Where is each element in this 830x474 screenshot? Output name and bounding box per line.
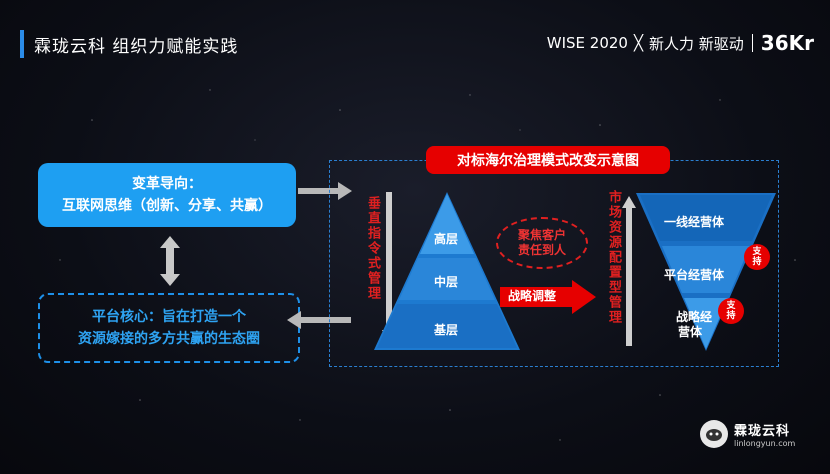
footer-brand-name: 霖珑云科 — [734, 424, 791, 439]
page-title: 霖珑云科 组织力赋能实践 — [34, 37, 239, 57]
support-badge-lower: 支持 — [718, 298, 744, 324]
brand-divider — [751, 34, 753, 52]
down-arrow-icon — [382, 192, 396, 342]
platform-unit-label: 平台经营体 — [664, 268, 725, 282]
customer-focus-ellipse: 聚焦客户 责任到人 — [496, 217, 588, 269]
focus-line2: 责任到人 — [517, 243, 566, 257]
strategy-arrow-icon — [500, 280, 596, 314]
pyramid-base-label: 基层 — [434, 323, 459, 337]
36kr-logo: 36Kr — [760, 31, 814, 55]
inverted-pyramid — [636, 193, 776, 351]
strategic-unit-label-1: 战略经 — [676, 310, 713, 324]
event-brand: WISE 2020 ╳ 新人力 新驱动 36Kr — [547, 31, 814, 55]
change-box-line1: 变革导向： — [132, 176, 202, 192]
change-direction-box: 变革导向： 互联网思维（创新、分享、共赢） — [38, 163, 296, 227]
arrow-left-icon — [287, 311, 351, 329]
support-badge-upper: 支持 — [744, 244, 770, 270]
double-arrow-icon — [160, 236, 180, 286]
cross-icon: ╳ — [633, 34, 643, 52]
market-allocation-label: 市场资源配置型管理 — [606, 190, 621, 325]
focus-line1: 聚焦客户 — [517, 228, 566, 242]
event-name: WISE 2020 — [546, 34, 628, 52]
event-slogan: 新人力 新驱动 — [649, 34, 744, 53]
footer-url: linlongyun.com — [734, 439, 796, 448]
frontline-unit-label: 一线经营体 — [664, 215, 725, 229]
up-arrow-icon — [622, 196, 636, 346]
diagram-title: 对标海尔治理模式改变示意图 — [426, 146, 670, 174]
footer-logo: 霖珑云科 linlongyun.com — [700, 420, 795, 448]
pyramid-middle-label: 中层 — [434, 275, 459, 289]
header-accent-bar — [20, 30, 24, 58]
cloud-logo-icon — [700, 420, 728, 448]
strategic-unit-label-2: 营体 — [678, 325, 703, 339]
platform-box-line2: 资源嫁接的多方共赢的生态圈 — [78, 331, 260, 347]
platform-core-box: 平台核心：旨在打造一个 资源嫁接的多方共赢的生态圈 — [38, 293, 300, 363]
strategy-label: 战略调整 — [508, 289, 557, 303]
pyramid-top-label: 高层 — [434, 232, 459, 246]
change-box-line2: 互联网思维（创新、分享、共赢） — [62, 198, 272, 214]
platform-box-line1: 平台核心：旨在打造一个 — [92, 309, 246, 325]
arrow-right-icon — [298, 182, 352, 200]
hierarchy-pyramid — [374, 192, 520, 350]
vertical-command-label: 垂直指令式管理 — [365, 196, 380, 301]
